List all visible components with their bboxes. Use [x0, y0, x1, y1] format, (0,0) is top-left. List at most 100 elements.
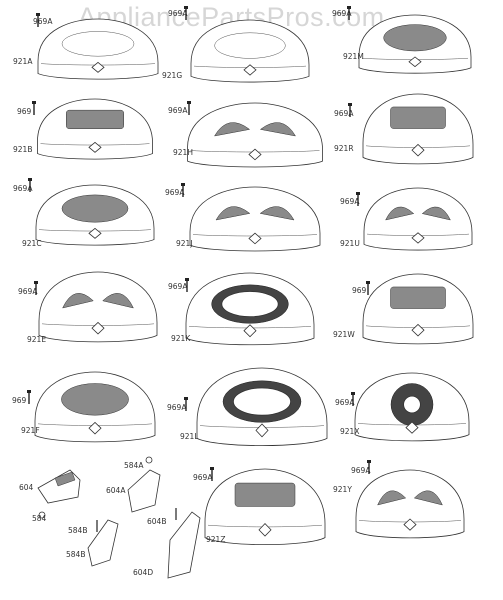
vent-mesh	[383, 24, 447, 52]
front-badge	[88, 141, 102, 153]
front-badge	[411, 323, 425, 337]
screw-label: 969A	[340, 197, 360, 206]
front-badge	[255, 423, 269, 438]
screw-head-icon	[27, 390, 31, 393]
vent-grid	[390, 286, 446, 309]
screw-head-icon	[356, 192, 360, 195]
part-label: 921B	[13, 145, 33, 154]
screw-head-icon	[184, 397, 188, 400]
screw-label: 969A	[351, 466, 371, 475]
screw-label: 969A	[334, 109, 354, 118]
screw-label: 969A	[332, 9, 352, 18]
front-badge	[403, 518, 417, 531]
front-badge	[408, 56, 422, 68]
small-part-label: 584B	[66, 550, 86, 559]
front-badge	[411, 143, 425, 157]
bracket-part	[37, 469, 81, 504]
part-label: 921F	[21, 426, 40, 435]
part-label: 921G	[162, 71, 183, 80]
screw-head-icon	[36, 13, 40, 16]
screw-label: 969A	[168, 9, 188, 18]
small-part-label: 604B	[147, 517, 167, 526]
screw-label: 969A	[168, 106, 188, 115]
screw-head-icon	[347, 6, 351, 9]
screw-head-icon	[187, 101, 191, 104]
vent-ring-inner	[232, 387, 291, 416]
screw-head-icon	[181, 183, 185, 186]
clip-part	[145, 456, 153, 464]
screw-label: 969A	[165, 188, 185, 197]
screw-head-icon	[348, 103, 352, 106]
screw-head-icon	[28, 178, 32, 181]
part-label: 921J	[176, 239, 193, 248]
cover-shell	[363, 187, 473, 251]
part-label: 921X	[340, 427, 360, 436]
screw-label: 969	[17, 107, 32, 116]
vent-mesh	[61, 194, 129, 223]
top-panel	[214, 32, 286, 59]
clip-part	[38, 511, 46, 519]
vent-left	[385, 206, 415, 221]
part-label: 921Y	[333, 485, 352, 494]
side-plate-part	[127, 469, 161, 513]
small-part-label: 604A	[106, 486, 126, 495]
screw-head-icon	[185, 278, 189, 281]
front-badge	[91, 61, 105, 73]
screw-label: 969A	[335, 398, 355, 407]
vent-right	[413, 490, 443, 506]
vent-left	[377, 490, 407, 506]
front-badge	[243, 324, 257, 338]
part-label: 921W	[333, 330, 355, 339]
vent-left	[215, 206, 251, 221]
front-badge	[411, 232, 425, 244]
front-badge	[258, 523, 272, 537]
part-label: 921R	[334, 144, 354, 153]
cover-shell	[189, 186, 321, 252]
cover-shell	[37, 18, 159, 80]
screw-label: 969A	[167, 403, 187, 412]
screw-head-icon	[34, 281, 38, 284]
screw-head-icon	[367, 460, 371, 463]
vent-right	[421, 206, 451, 221]
screw-label: 969A	[193, 473, 213, 482]
screw-head-icon	[366, 281, 370, 284]
part-label: 921E	[27, 335, 47, 344]
part-label: 921L	[180, 432, 199, 441]
screw-label: 969A	[168, 282, 188, 291]
screw-label: 969	[352, 286, 367, 295]
trim-part	[87, 519, 119, 567]
front-badge	[88, 227, 102, 239]
vent-left	[62, 293, 94, 309]
screw-label: 969A	[18, 287, 38, 296]
small-part-label: 584B	[68, 526, 88, 535]
small-part-label: 604	[19, 483, 34, 492]
screw-label: 969	[12, 396, 27, 405]
cover-shell	[190, 19, 310, 83]
bracket-vent	[54, 471, 76, 487]
vent-grid	[390, 106, 446, 129]
trim-part	[167, 511, 201, 579]
cover-shell	[38, 271, 158, 343]
part-label: 921U	[340, 239, 360, 248]
front-badge	[91, 321, 105, 335]
screw-head-icon	[351, 392, 355, 395]
front-badge	[248, 148, 262, 161]
small-part-label: 584A	[124, 461, 144, 470]
vent-ring-inner	[221, 291, 279, 318]
vent-right	[259, 206, 295, 221]
part-label: 921Z	[206, 535, 226, 544]
part-label: 921K	[171, 334, 191, 343]
cover-shell	[187, 102, 323, 168]
fan-hub	[403, 395, 421, 414]
front-badge	[243, 64, 257, 76]
part-label: 921M	[343, 52, 364, 61]
part-label: 921C	[22, 239, 42, 248]
cover-shell	[355, 469, 465, 539]
vent-right	[259, 122, 296, 137]
vent-grid	[66, 109, 124, 130]
front-badge	[88, 421, 102, 435]
vent-mesh	[61, 383, 129, 416]
vent-right	[102, 293, 134, 309]
